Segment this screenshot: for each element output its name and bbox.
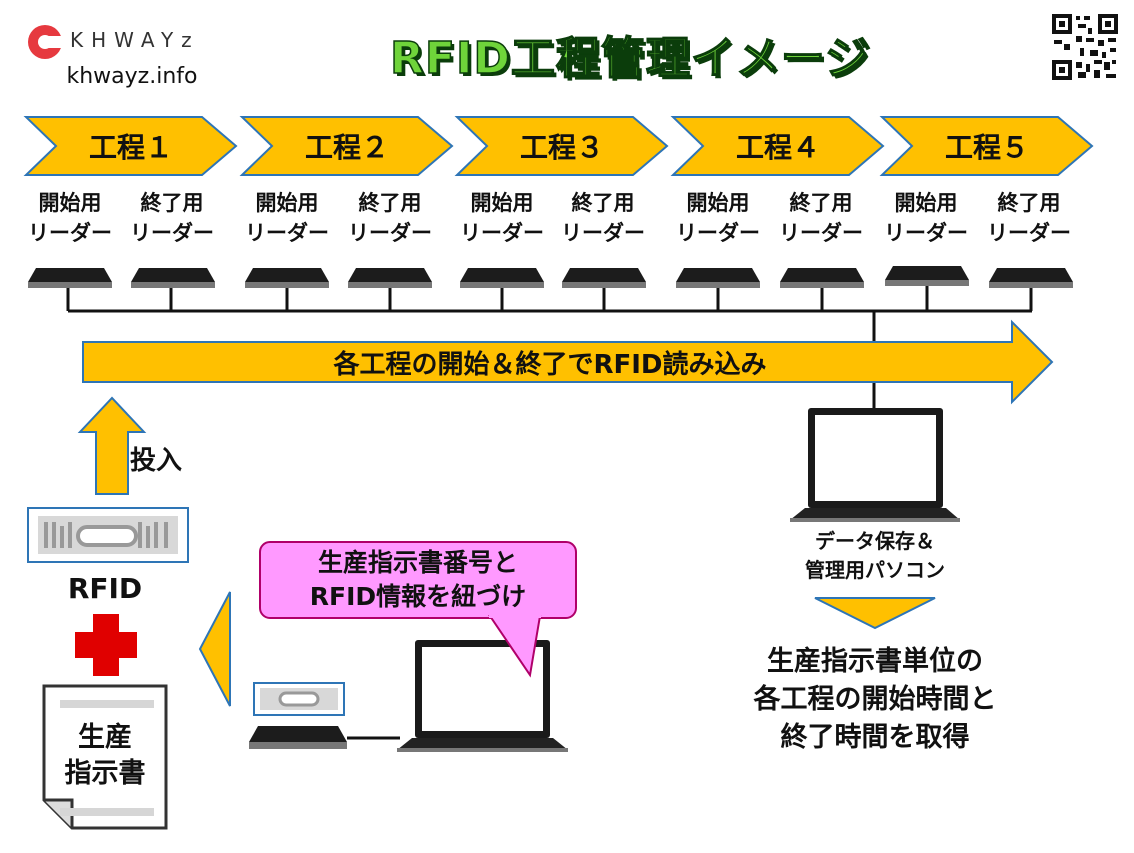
page-title: RFID工程管理イメージ: [389, 32, 870, 85]
reader-icon: [780, 268, 864, 288]
end-reader-label: 終了用リーダー: [348, 191, 432, 245]
reader-icon: [28, 268, 112, 288]
result-text: 生産指示書単位の各工程の開始時間と終了時間を取得: [753, 646, 997, 753]
down-arrow: [814, 597, 936, 630]
step-1-label: 工程１: [88, 131, 173, 164]
reader-icon: [460, 268, 544, 288]
plus-icon: [75, 614, 137, 676]
flow-banner-text: 各工程の開始＆終了でRFID読み込み: [333, 350, 767, 380]
reader-icon: [989, 268, 1073, 288]
end-reader-label: 終了用リーダー: [779, 191, 863, 245]
flow-arrow: [82, 319, 1054, 405]
reader-icon: [131, 268, 215, 288]
khwayz-logo-icon: [28, 25, 63, 59]
small-rfid-tag-icon: [253, 682, 345, 716]
input-up-arrow: [77, 396, 147, 495]
step-chevrons: [23, 116, 1094, 176]
reader-icon: [676, 268, 760, 288]
qr-code-icon: [1052, 14, 1118, 80]
step-4-chevron: [670, 116, 885, 176]
reader-devices: [28, 266, 1073, 288]
rfid-tag-icon: [27, 507, 189, 563]
step-3-chevron: [454, 116, 669, 176]
bottom-reader-icon: [249, 726, 347, 749]
callout-bubble: [259, 541, 577, 678]
brand-logo-text: KHWAYz: [70, 28, 200, 52]
start-reader-label: 開始用リーダー: [676, 191, 760, 245]
document-label: 生産指示書: [64, 722, 146, 789]
end-reader-label: 終了用リーダー: [561, 191, 645, 245]
start-reader-label: 開始用リーダー: [884, 191, 968, 245]
step-5-chevron: [879, 116, 1094, 176]
left-arrow: [198, 591, 231, 707]
step-2-chevron: [239, 116, 454, 176]
pc-label: データ保存＆管理用パソコン: [805, 529, 945, 582]
reader-icon: [245, 268, 329, 288]
rfid-label: RFID: [67, 572, 143, 605]
site-url[interactable]: khwayz.info: [66, 64, 198, 89]
start-reader-label: 開始用リーダー: [28, 191, 112, 245]
step-4-label: 工程４: [735, 131, 820, 164]
start-reader-label: 開始用リーダー: [245, 191, 329, 245]
step-5-label: 工程５: [944, 131, 1029, 164]
step-1-chevron: [23, 116, 238, 176]
input-label: 投入: [130, 446, 183, 476]
reader-icon: [885, 266, 969, 286]
reader-icon: [562, 268, 646, 288]
document-icon: [42, 684, 168, 830]
end-reader-label: 終了用リーダー: [987, 191, 1071, 245]
start-reader-label: 開始用リーダー: [460, 191, 544, 245]
laptop-icon: [397, 640, 568, 752]
end-reader-label: 終了用リーダー: [130, 191, 214, 245]
pc-laptop-icon: [790, 408, 960, 522]
reader-icon: [348, 268, 432, 288]
step-2-label: 工程２: [304, 131, 389, 164]
step-3-label: 工程３: [519, 131, 604, 164]
